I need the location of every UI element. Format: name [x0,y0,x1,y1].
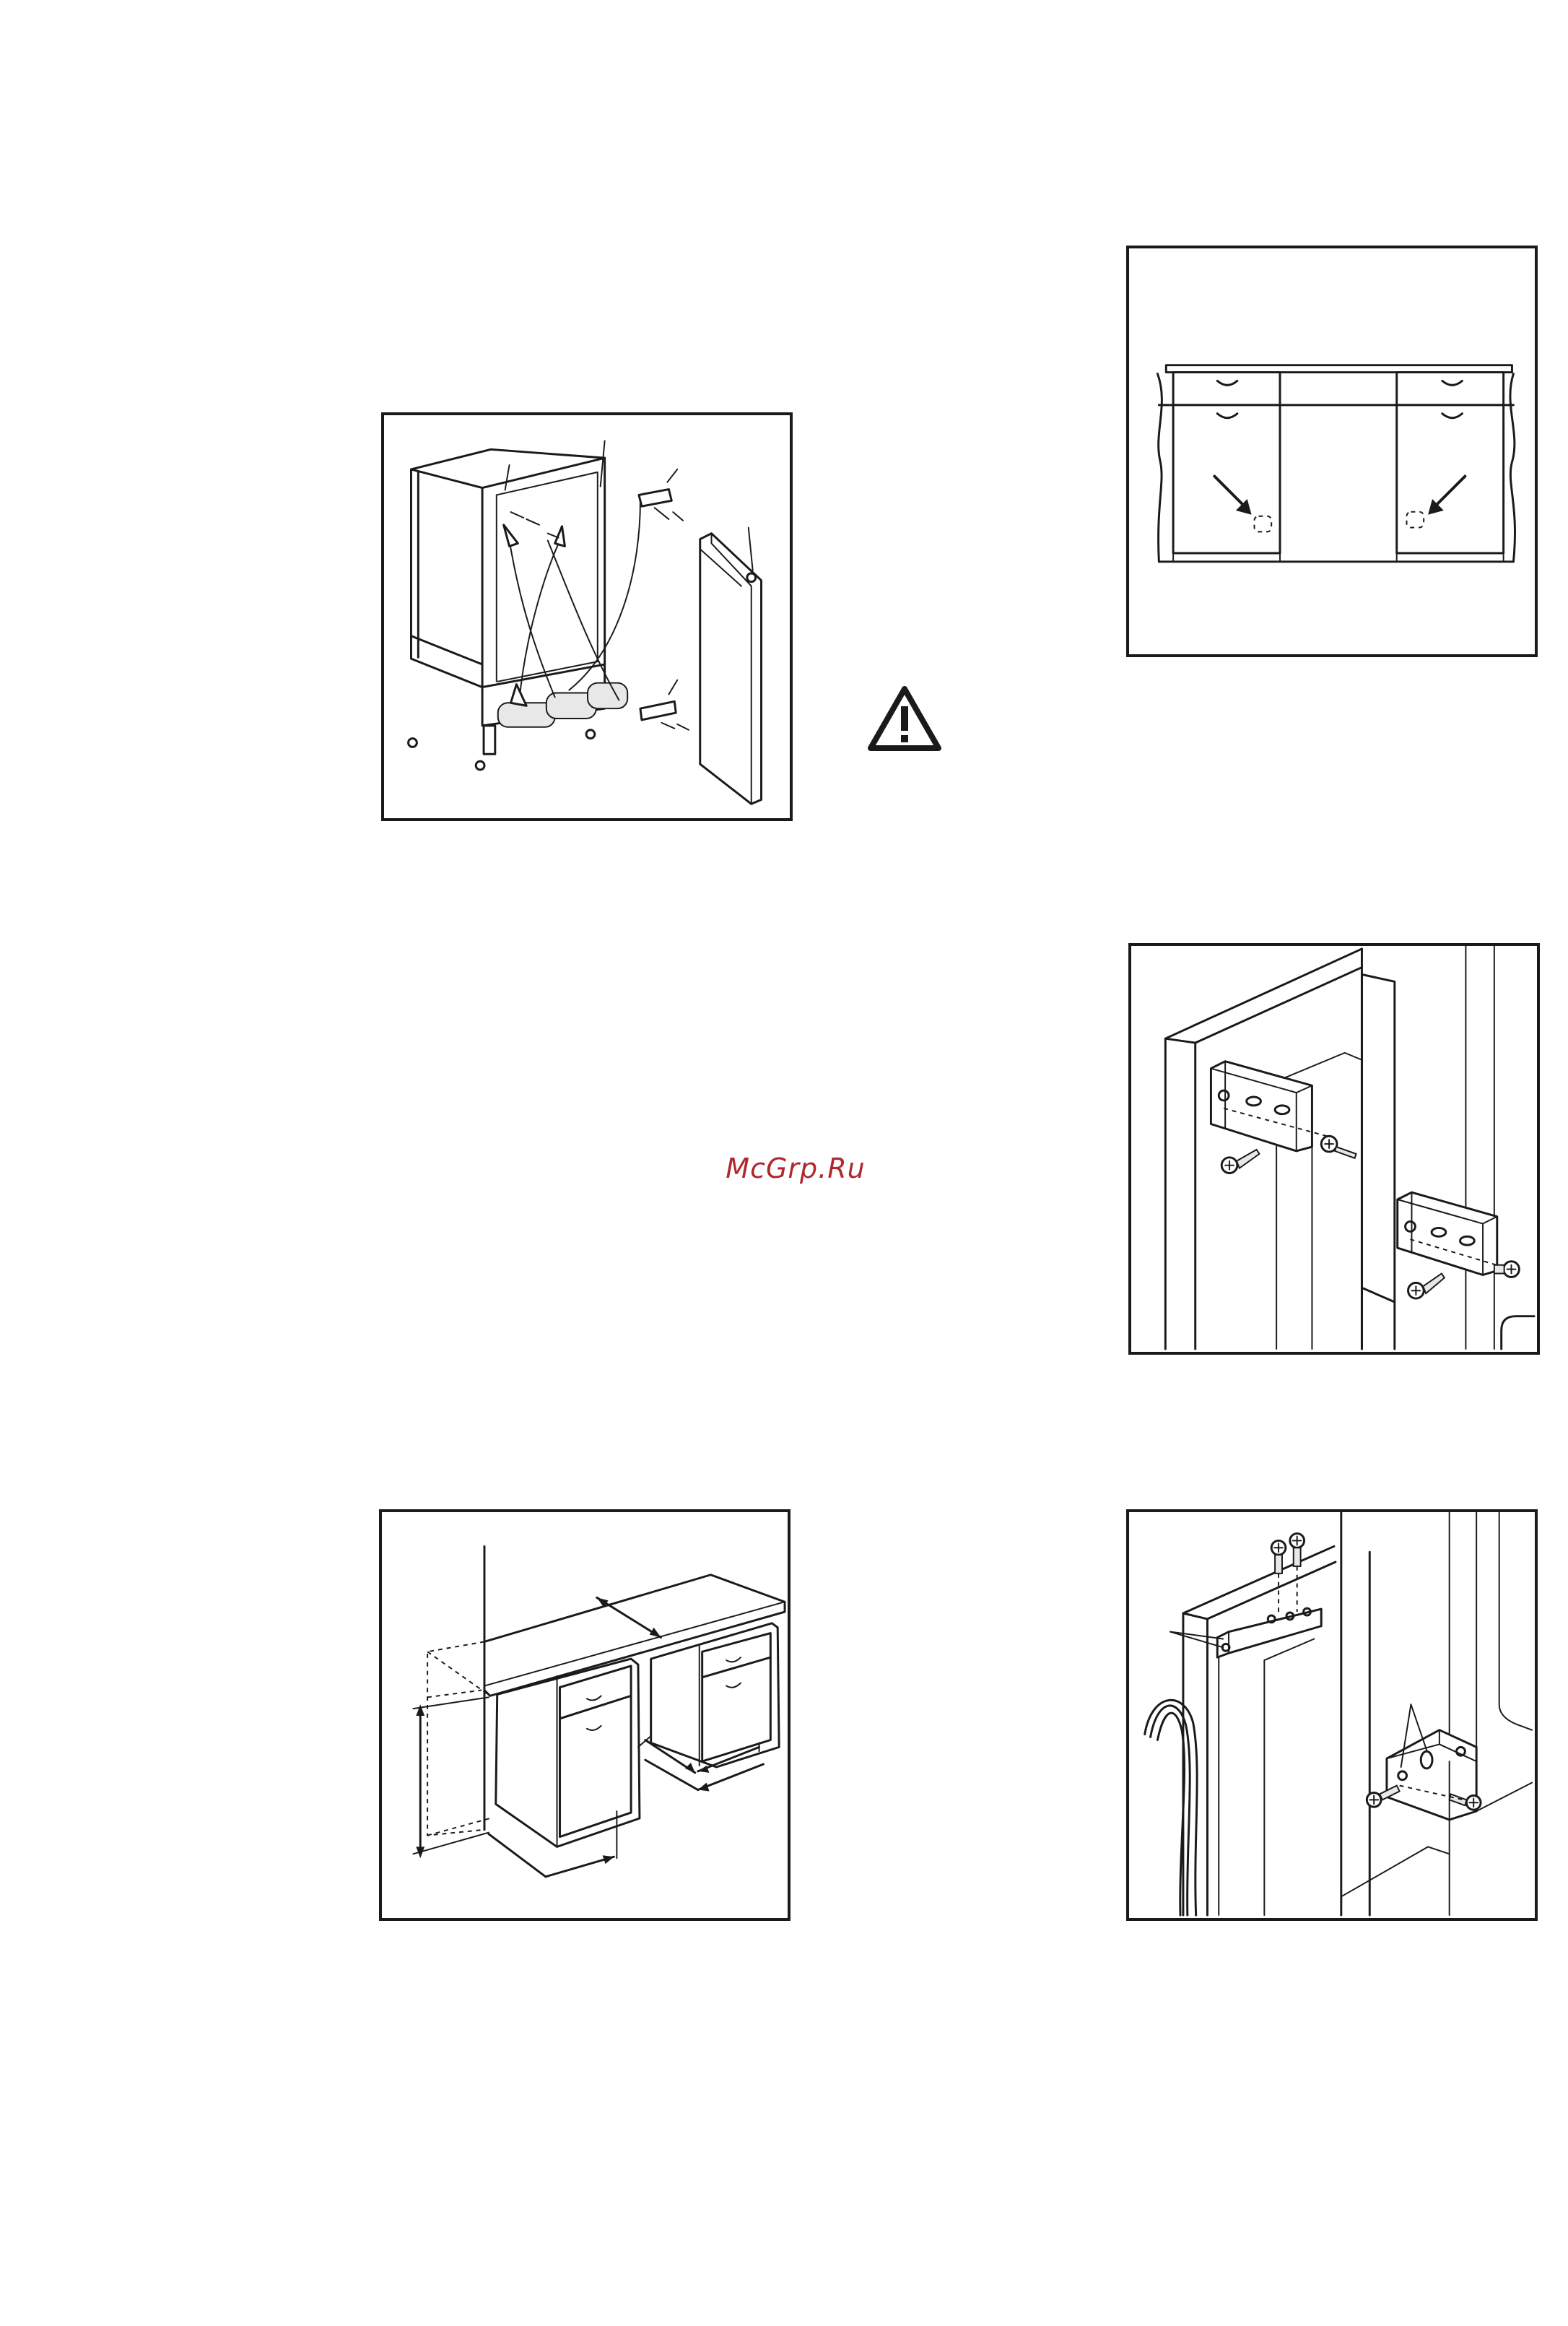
figure-bracket-mounting [1128,943,1540,1355]
figure-door-hinge-reversal [381,412,793,821]
fridge-door-reversal-diagram-icon [384,415,790,818]
figure-cabinet-front-view [1126,246,1538,657]
figure-top-bracket-fixing [1126,1509,1538,1921]
top-bracket-fixing-diagram-icon [1129,1512,1535,1918]
figure-niche-dimensions [379,1509,790,1921]
angle-bracket-screw-diagram-icon [1131,946,1537,1352]
warning-triangle-icon [866,685,943,754]
cabinet-front-elevation-diagram-icon [1129,248,1535,654]
worktop-niche-dimension-diagram-icon [382,1512,788,1918]
watermark-text: McGrp.Ru [716,1148,875,1189]
